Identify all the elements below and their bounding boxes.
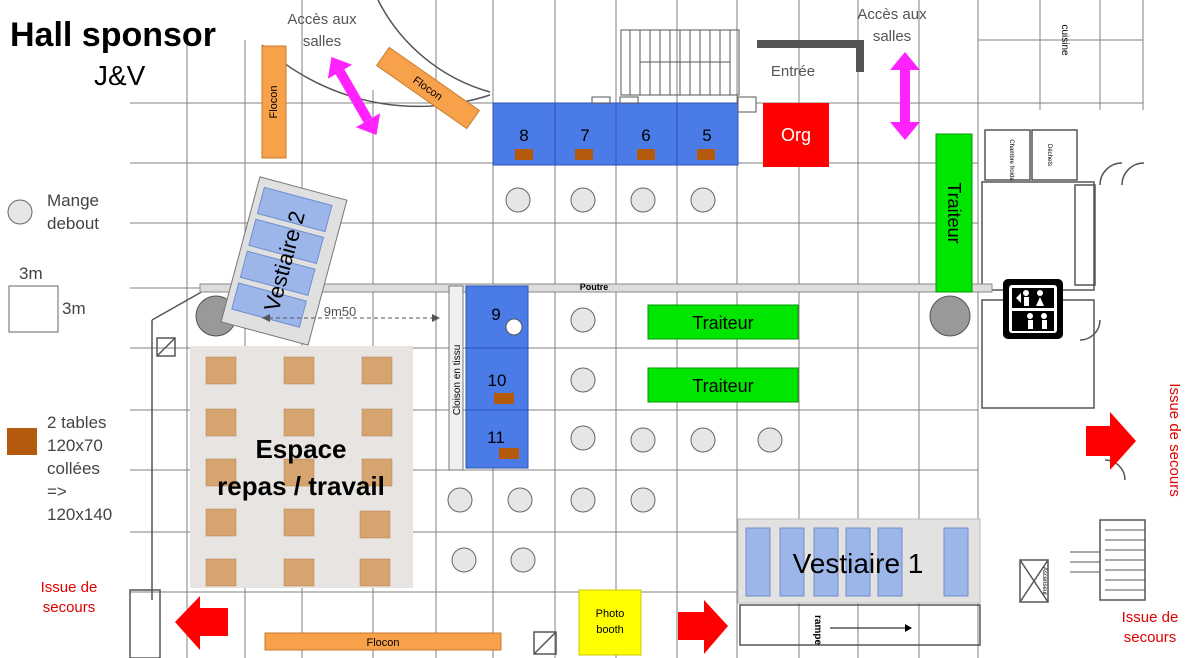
acces-salles-left-line2: salles [302, 33, 342, 50]
booth-5-table [697, 149, 715, 160]
flocon-left[interactable] [261, 45, 287, 159]
booth-8-number: 8 [519, 126, 528, 145]
issue-secours-left-label: Issue de secours [24, 578, 114, 618]
vestiaire-1-label: Vestiaire 1 [793, 548, 924, 579]
stairs-top [620, 29, 740, 96]
ascenseur-label: Ascenseur [1041, 567, 1047, 595]
stairs-right [1070, 529, 1145, 591]
booth-7-number: 7 [580, 126, 589, 145]
legend-tables-line1: 2 tables [47, 413, 107, 432]
poutre-beam [199, 283, 993, 293]
vestiaire-2[interactable]: Vestiaire 2 [220, 176, 348, 346]
issue-secours-left-line1: Issue de [40, 579, 98, 596]
booth-10-number: 10 [488, 371, 507, 390]
org-area[interactable] [763, 103, 829, 167]
booth-10-table [494, 393, 514, 404]
legend-mange-debout: Mange debout [47, 189, 99, 235]
booths-left: 9 10 11 [465, 285, 529, 469]
issue-secours-bottom-right-line1: Issue de [1121, 609, 1179, 626]
traiteur-middle-label: Traiteur [692, 313, 753, 333]
acces-salles-left-line1: Accès aux [287, 11, 357, 28]
booth-9[interactable] [465, 285, 529, 349]
flocon-bottom-label: Flocon [366, 637, 399, 649]
entree-label: Entrée [771, 63, 815, 80]
legend-mange-debout-line1: Mange [47, 191, 99, 210]
booth-11-table [499, 448, 519, 459]
access-arrow-left [327, 57, 381, 135]
vestiaire-1-racks [745, 527, 969, 597]
espace-repas-label-line2: repas / travail [217, 471, 385, 501]
access-arrow-right [890, 52, 920, 140]
legend-grid-height: 3m [62, 299, 86, 318]
photo-booth-label-line2: booth [596, 624, 624, 636]
legend-tables-line2: 120x70 [47, 436, 103, 455]
mange-debout-tables [447, 187, 783, 573]
poutre-label: Poutre [580, 282, 609, 292]
acces-salles-right-label: Accès aux salles [842, 4, 942, 48]
legend-mange-debout-line2: debout [47, 214, 99, 233]
acces-salles-right-line1: Accès aux [857, 6, 927, 23]
booths-top: 8 7 6 5 [492, 96, 757, 166]
org-label: Org [781, 125, 811, 145]
exit-arrow-bottom-middle [678, 600, 728, 654]
photo-booth[interactable] [578, 589, 642, 656]
booth-6-number: 6 [641, 126, 650, 145]
traiteur-middle[interactable] [647, 304, 799, 340]
page-subtitle: J&V [94, 60, 146, 91]
dining-tables [205, 356, 393, 587]
legend-mange-debout-icon [7, 199, 33, 225]
traiteur-lower-label: Traiteur [692, 376, 753, 396]
page-title: Hall sponsor [10, 16, 216, 54]
espace-repas-label-line1: Espace [255, 434, 346, 464]
exit-arrow-bottom-left [175, 596, 228, 650]
legend-grid-width: 3m [19, 264, 43, 283]
cloison-panel [448, 285, 464, 471]
flocon-diagonal[interactable]: Flocon [375, 46, 481, 130]
legend-tables-line5: 120x140 [47, 505, 113, 524]
flocon-bottom[interactable] [264, 632, 502, 651]
dechets-label: Déchets [1046, 144, 1052, 166]
booth-8-table [515, 149, 533, 160]
legend-table-icon [7, 428, 37, 455]
legend-tables: 2 tables 120x70 collées => 120x140 [47, 411, 112, 526]
booth-5-number: 5 [702, 126, 711, 145]
legend-tables-line3: collées [47, 459, 100, 478]
booth-7-table [575, 149, 593, 160]
flocon-left-label: Flocon [268, 85, 280, 118]
legend-grid-square [8, 285, 59, 333]
booth-11-number: 11 [487, 428, 505, 447]
booth-9-mange-debout [505, 318, 523, 336]
traiteur-vertical-label: Traiteur [944, 182, 964, 243]
exit-arrow-right [1086, 412, 1136, 470]
cuisine-label: cuisine [1059, 24, 1070, 56]
acces-salles-left-label: Accès aux salles [272, 9, 372, 53]
issue-secours-bottom-right-label: Issue de secours [1108, 608, 1191, 648]
chambre-froide-label: Chambre froide [1008, 139, 1014, 181]
booth-9-number: 9 [491, 305, 500, 324]
cloison-label: Cloison en tissu [452, 345, 463, 416]
traiteur-lower[interactable] [647, 367, 799, 403]
issue-secours-right-label: Issue de secours [1166, 383, 1183, 497]
entrance-wall [757, 40, 864, 72]
issue-secours-left-line2: secours [42, 599, 96, 616]
photo-booth-label-line1: Photo [596, 608, 625, 620]
pillar-right [929, 295, 971, 337]
toilets-icon [1003, 279, 1063, 339]
traiteur-vertical[interactable] [935, 133, 973, 293]
rampe-label: rampe [812, 615, 823, 645]
booth-6-table [637, 149, 655, 160]
legend-tables-line4: => [47, 482, 67, 501]
acces-salles-right-line2: salles [872, 28, 912, 45]
distance-label: 9m50 [324, 304, 357, 319]
issue-secours-bottom-right-line2: secours [1123, 629, 1177, 646]
